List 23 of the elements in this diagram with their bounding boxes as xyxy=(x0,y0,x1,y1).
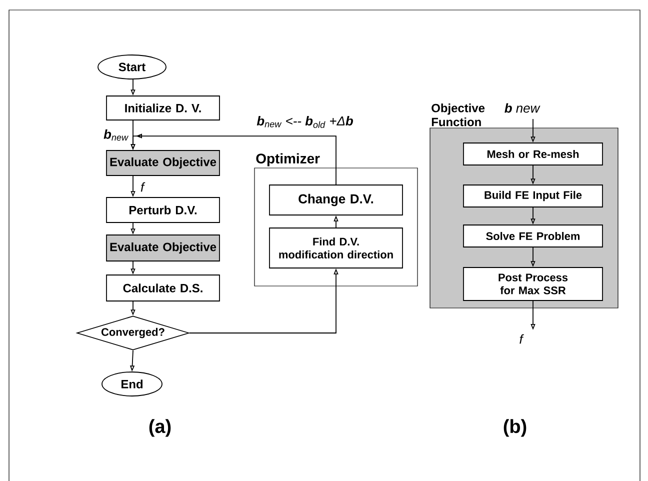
process-box: Find D.V. modification direction xyxy=(269,228,403,268)
edge-label: f xyxy=(139,181,146,193)
edge-label: f xyxy=(518,333,524,345)
node-label: Objective Function xyxy=(432,104,485,126)
process-box: Perturb D.V. xyxy=(106,197,220,223)
process-box: Evaluate Objective xyxy=(106,150,220,176)
edge-label: b new xyxy=(503,102,541,114)
panel-label: (a) xyxy=(149,419,171,437)
process-box: Solve FE Problem xyxy=(463,224,603,248)
process-box: Calculate D.S. xyxy=(106,274,220,302)
panel-label: (b) xyxy=(504,419,526,437)
process-box: Evaluate Objective xyxy=(106,234,220,262)
arrow xyxy=(130,134,336,185)
node-label: Optimizer xyxy=(256,153,320,166)
process-box: Build FE Input File xyxy=(463,184,603,208)
process-box: Initialize D. V. xyxy=(106,96,220,120)
terminal-oval: Start xyxy=(98,54,166,80)
edge-label: b$_{new}$ xyxy=(102,128,130,142)
edge-label: b$_{new}$ <-- b$_{old}$ +Δb xyxy=(256,115,354,129)
process-box: Mesh or Re-mesh xyxy=(463,142,603,166)
process-box: Change D.V. xyxy=(269,184,403,216)
process-box: Post Process for Max SSR xyxy=(463,267,603,301)
terminal-oval: End xyxy=(102,372,162,396)
